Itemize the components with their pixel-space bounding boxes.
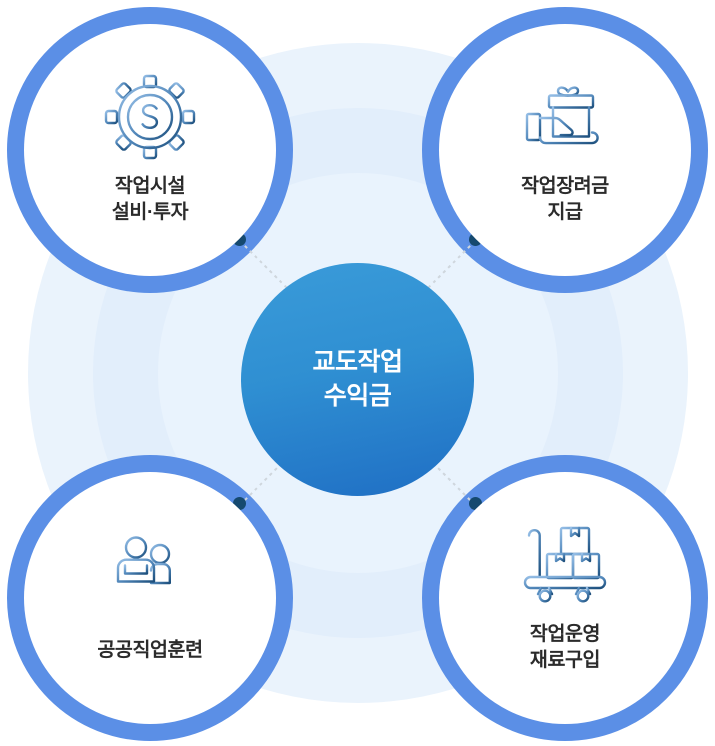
gear-dollar-icon bbox=[104, 74, 196, 160]
center-hub: 교도작업 수익금 bbox=[241, 263, 474, 496]
two-people-icon bbox=[108, 536, 184, 607]
node-bottom-right[interactable]: 작업운영 재료구입 bbox=[439, 472, 691, 724]
center-hub-label: 교도작업 수익금 bbox=[312, 348, 403, 410]
node-bottom-left[interactable]: 공공직업훈련 bbox=[24, 472, 276, 724]
node-top-right[interactable]: 작업장려금 지급 bbox=[439, 24, 691, 276]
node-label-top-right: 작업장려금 지급 bbox=[521, 175, 609, 223]
hand-truck-boxes-icon bbox=[523, 526, 607, 605]
hand-gift-icon bbox=[525, 86, 599, 145]
node-top-left[interactable]: 작업시설 설비·투자 bbox=[24, 24, 276, 276]
node-label-bottom-left: 공공직업훈련 bbox=[97, 639, 203, 662]
node-label-top-left: 작업시설 설비·투자 bbox=[111, 175, 189, 223]
node-label-bottom-right: 작업운영 재료구입 bbox=[529, 623, 601, 671]
